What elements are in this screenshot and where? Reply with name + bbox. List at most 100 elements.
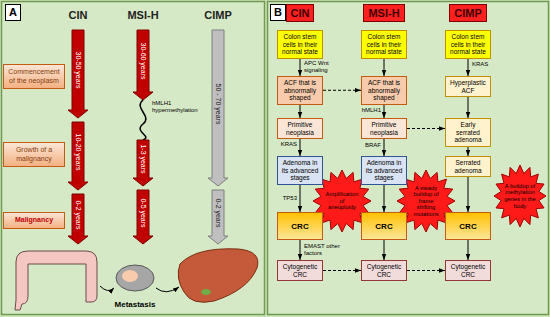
stage-arrow — [133, 190, 153, 244]
node-text: Adenoma in its advanced stages — [364, 159, 404, 182]
burst-callout: A buildup of methylation genes in the bo… — [493, 164, 547, 228]
duration-label: 0-2 years — [214, 198, 222, 227]
node-text: Primitive neoplasia — [280, 121, 320, 136]
panel-tag: A — [5, 4, 21, 21]
process-box: Cytogenetic CRC — [361, 260, 407, 281]
gallbladder-drawing — [201, 289, 211, 295]
stage-arrow — [208, 30, 228, 186]
tumour-drawing — [122, 270, 138, 282]
column-header: CIMP — [449, 4, 487, 22]
liver-drawing — [178, 249, 258, 303]
process-box: ACF that is abnormally shaped — [361, 76, 407, 105]
node-text: A — [9, 6, 17, 19]
gene-label: TP53 — [283, 195, 297, 202]
burst-outline — [313, 170, 371, 232]
flow-arrow — [384, 105, 385, 119]
gene-label: KRAS — [281, 141, 297, 148]
lymph-node-drawing — [116, 265, 154, 291]
burst-outline — [494, 165, 546, 227]
process-box: Serrated adenoma — [445, 156, 491, 177]
stage-box: Growth of a malignancy — [3, 142, 65, 167]
flow-arrow — [468, 97, 469, 118]
node-text: Adenoma in its advanced stages — [280, 159, 320, 182]
event-note: hMLH1 hypermethylation — [152, 100, 202, 114]
node-text: Hyperplastic ACF — [448, 79, 488, 94]
flow-arrow — [468, 177, 469, 212]
process-box: Adenoma in its advanced stages — [361, 156, 407, 185]
node-text: Colon stem cells in their normal state — [448, 33, 488, 56]
duration-label: 10-20 years — [74, 134, 82, 171]
panel-tag: B — [270, 4, 286, 21]
burst-outline — [397, 170, 455, 232]
flow-arrow — [384, 139, 385, 156]
duration-label: 0-5 years — [139, 198, 147, 227]
stage-arrow — [68, 30, 88, 118]
metastasis-arrow — [100, 286, 114, 291]
flow-arrow — [300, 240, 301, 260]
node-text: CRC — [459, 222, 476, 231]
gene-label: hMLH1 — [362, 107, 381, 114]
flow-arrow — [384, 59, 385, 77]
column-header: MSI-H — [363, 4, 404, 22]
process-box: Cytogenetic CRC — [277, 260, 323, 281]
column-title: MSI-H — [127, 9, 158, 22]
flow-arrow — [300, 139, 301, 156]
process-box: Hyperplastic ACF — [445, 76, 491, 97]
flow-arrow — [468, 240, 469, 260]
column-title: CIMP — [204, 9, 232, 22]
flow-arrow — [300, 59, 301, 77]
node-text: MSI-H — [368, 6, 399, 20]
node-text: Serrated adenoma — [448, 159, 488, 174]
cancer-box: CRC — [361, 212, 407, 240]
process-box: Primitive neoplasia — [361, 118, 407, 139]
panel-ground — [268, 2, 549, 315]
gene-label: BRAF — [365, 142, 381, 149]
stage-arrow — [208, 190, 228, 244]
node-text: A steady buildup of frame shifting mutat… — [409, 185, 443, 218]
duration-label: 0-2 years — [74, 200, 82, 229]
node-text: ACF that is abnormally shaped — [280, 79, 320, 102]
cancer-box: CRC — [445, 212, 491, 240]
process-box: Early serrated adenoma — [445, 118, 491, 147]
node-text: Early serrated adenoma — [448, 121, 488, 144]
process-box: ACF that is abnormally shaped — [277, 76, 323, 105]
flow-arrow — [407, 270, 445, 271]
process-box: Cytogenetic CRC — [445, 260, 491, 281]
squiggle-line — [140, 100, 146, 140]
node-text: B — [274, 6, 282, 19]
node-text: Growth of a malignancy — [7, 146, 61, 163]
flow-arrow — [468, 59, 469, 77]
stage-arrow — [68, 122, 88, 190]
flow-arrow — [323, 90, 361, 91]
metastasis-arrow — [156, 287, 179, 292]
column-header: CIN — [286, 4, 315, 22]
duration-label: 30-50 years — [74, 52, 82, 89]
column-title: CIN — [69, 9, 88, 22]
stage-arrow — [133, 140, 153, 186]
node-text: Cytogenetic CRC — [364, 263, 404, 278]
stage-arrow — [68, 194, 88, 244]
node-text: CRC — [375, 222, 392, 231]
node-text: Primitive neoplasia — [364, 121, 404, 136]
stage-arrow — [133, 30, 153, 100]
node-text: CIN — [291, 6, 310, 20]
node-text: Cytogenetic CRC — [448, 263, 488, 278]
node-text: Commencement of the neoplasm — [7, 68, 61, 85]
node-text: Cytogenetic CRC — [280, 263, 320, 278]
process-box: Colon stem cells in their normal state — [277, 30, 323, 59]
duration-label: 30-60 years — [139, 43, 147, 80]
duration-label: 50 - 70 years — [214, 84, 222, 125]
colon-drawing — [15, 251, 97, 310]
gene-label: APC Wnt signaling — [304, 60, 340, 74]
node-text: ACF that is abnormally shaped — [364, 79, 404, 102]
flow-arrow — [468, 147, 469, 157]
flow-arrow — [407, 128, 445, 129]
metastasis-label: Metastasis — [115, 300, 156, 310]
stage-box: Commencement of the neoplasm — [3, 64, 65, 89]
node-text: CRC — [291, 222, 308, 231]
gene-label: KRAS — [472, 61, 488, 68]
stage-box: Malignancy — [3, 212, 65, 229]
flow-arrow — [384, 185, 385, 213]
cancer-box: CRC — [277, 212, 323, 240]
